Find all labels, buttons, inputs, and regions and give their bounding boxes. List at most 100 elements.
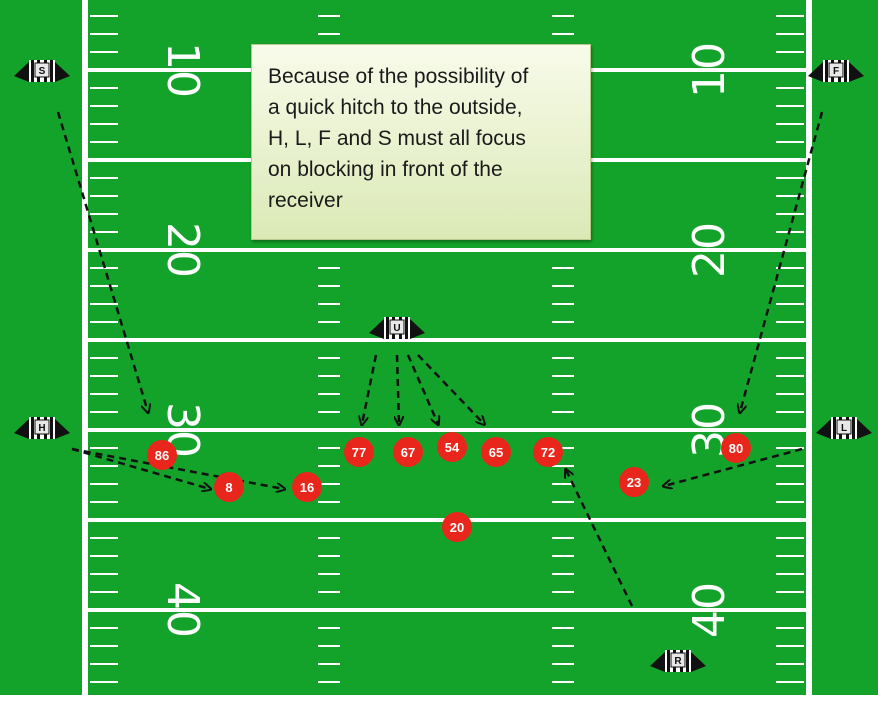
hash-mark	[90, 411, 118, 413]
hash-mark	[776, 483, 804, 485]
svg-text:77: 77	[352, 445, 366, 460]
hash-mark	[318, 303, 340, 305]
hash-mark	[552, 483, 574, 485]
hash-mark	[776, 357, 804, 359]
player-23: 23	[619, 467, 649, 497]
hash-mark	[90, 447, 118, 449]
hash-mark	[776, 195, 804, 197]
yard-numbers: 10 10 20 20 30 30 40 40	[157, 42, 735, 638]
hash-mark	[318, 375, 340, 377]
svg-text:72: 72	[541, 445, 555, 460]
player-8: 8	[214, 472, 244, 502]
official-f-icon: F	[808, 60, 864, 82]
yard-line	[88, 248, 806, 252]
arrow-u-to-65	[417, 354, 484, 424]
hash-mark	[552, 321, 574, 323]
bottom-border	[0, 695, 878, 702]
hash-mark	[90, 303, 118, 305]
hash-mark	[318, 537, 340, 539]
hash-mark	[776, 447, 804, 449]
hash-mark	[90, 285, 118, 287]
yard-line	[88, 428, 806, 432]
player-80: 80	[721, 433, 751, 463]
hash-mark	[90, 465, 118, 467]
hash-mark	[776, 555, 804, 557]
hash-mark	[776, 501, 804, 503]
hash-mark	[318, 447, 340, 449]
movement-arrows	[56, 111, 824, 607]
hash-mark	[90, 375, 118, 377]
hash-mark	[90, 591, 118, 593]
hash-mark	[776, 537, 804, 539]
hash-mark	[90, 213, 118, 215]
hash-mark	[318, 555, 340, 557]
hash-mark	[776, 105, 804, 107]
hash-mark	[90, 33, 118, 35]
hash-mark	[552, 285, 574, 287]
hash-mark	[90, 357, 118, 359]
left-sideline	[82, 0, 88, 702]
svg-text:80: 80	[729, 441, 743, 456]
hash-mark	[90, 501, 118, 503]
hash-mark	[776, 87, 804, 89]
hash-mark	[90, 537, 118, 539]
hash-mark	[90, 663, 118, 665]
hash-mark	[776, 321, 804, 323]
hash-mark	[90, 177, 118, 179]
yard-number-left-20: 20	[157, 222, 208, 278]
hash-mark	[776, 141, 804, 143]
hash-mark	[90, 51, 118, 53]
official-l-icon: L	[816, 417, 872, 439]
hash-mark	[552, 357, 574, 359]
hash-mark	[552, 681, 574, 683]
official-r-icon: R	[650, 650, 706, 672]
hash-mark	[776, 591, 804, 593]
hash-mark	[552, 33, 574, 35]
yard-number-left-10: 10	[157, 42, 208, 98]
hash-mark	[318, 393, 340, 395]
svg-text:67: 67	[401, 445, 415, 460]
hash-mark	[776, 285, 804, 287]
svg-text:U: U	[393, 323, 400, 334]
player-67: 67	[393, 437, 423, 467]
callout-line: Because of the possibility of	[268, 65, 529, 88]
callout-line: a quick hitch to the outside,	[268, 96, 523, 119]
hash-mark	[776, 645, 804, 647]
hash-mark	[552, 15, 574, 17]
svg-text:65: 65	[489, 445, 503, 460]
svg-text:L: L	[841, 423, 847, 434]
hash-mark	[552, 573, 574, 575]
hash-mark	[552, 411, 574, 413]
hash-mark	[776, 393, 804, 395]
hash-mark	[318, 321, 340, 323]
callout-line: H, L, F and S must all focus	[268, 127, 526, 150]
svg-text:23: 23	[627, 475, 641, 490]
yard-number-left-40: 40	[157, 582, 208, 638]
svg-text:86: 86	[155, 448, 169, 463]
hash-mark	[552, 267, 574, 269]
player-77: 77	[344, 437, 374, 467]
hash-mark	[552, 303, 574, 305]
player-65: 65	[481, 437, 511, 467]
official-h-icon: H	[14, 417, 70, 439]
hash-mark	[552, 555, 574, 557]
svg-text:20: 20	[450, 520, 464, 535]
arrow-u-to-54	[406, 354, 438, 424]
hash-mark	[318, 285, 340, 287]
hash-mark	[90, 321, 118, 323]
arrow-s-path	[56, 111, 148, 412]
hash-mark	[776, 123, 804, 125]
hash-mark	[318, 501, 340, 503]
hash-mark	[318, 645, 340, 647]
official-u-icon: U	[369, 317, 425, 339]
hash-mark	[552, 375, 574, 377]
yard-number-right-10: 10	[684, 42, 735, 98]
svg-text:F: F	[833, 66, 839, 77]
hash-mark	[90, 393, 118, 395]
hash-mark	[90, 141, 118, 143]
player-54: 54	[437, 432, 467, 462]
svg-text:8: 8	[225, 480, 232, 495]
hash-mark	[776, 465, 804, 467]
hash-mark	[318, 357, 340, 359]
callout-box: Because of the possibility of a quick hi…	[251, 44, 591, 240]
